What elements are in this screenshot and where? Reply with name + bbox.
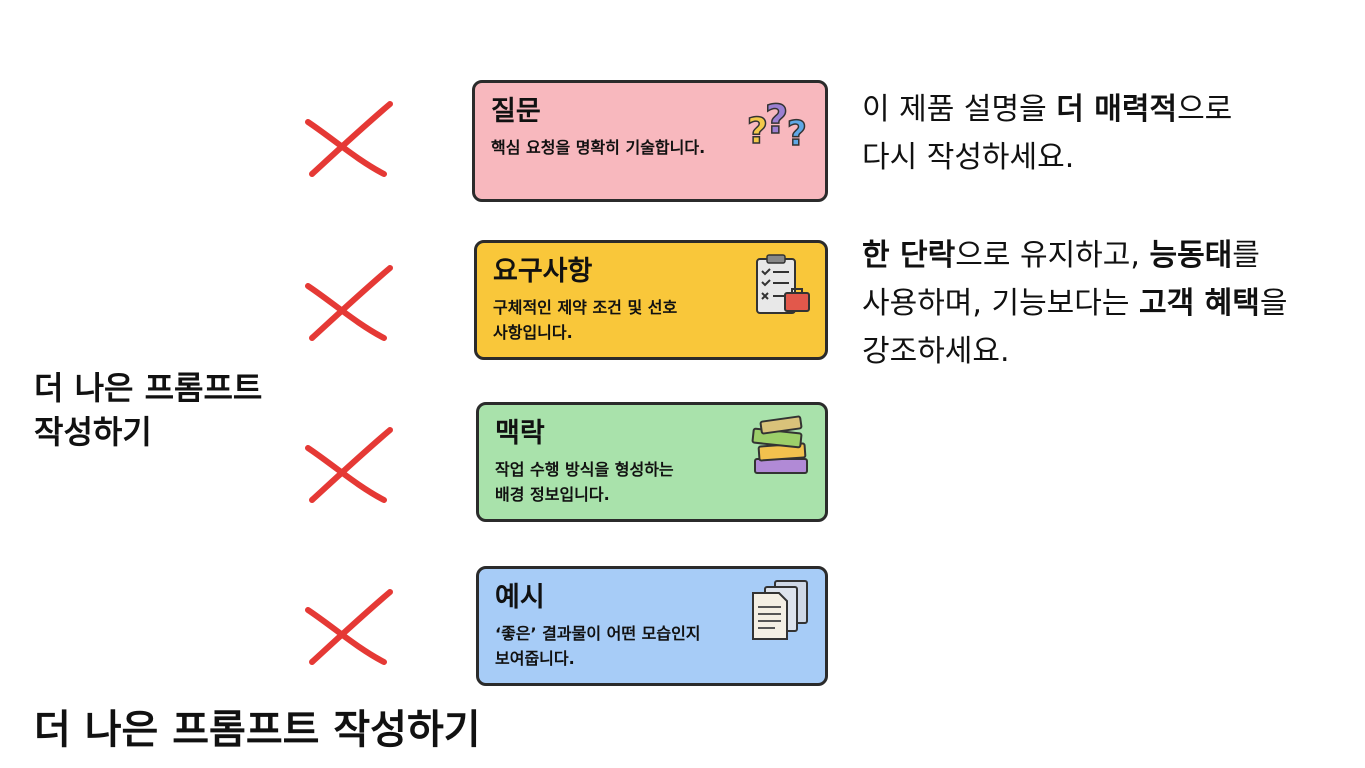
card-description-line: 핵심 요청을 명확히 기술합니다. <box>491 138 706 157</box>
documents-icon <box>752 580 808 640</box>
svg-text:?: ? <box>747 111 768 152</box>
card-context: 맥락 작업 수행 방식을 형성하는 배경 정보입니다. <box>476 402 828 522</box>
text-segment: 이 제품 설명을 <box>862 92 1057 127</box>
example-question-text: 이 제품 설명을 더 매력적으로 다시 작성하세요. <box>862 86 1342 182</box>
card-description-line: 사항입니다. <box>493 323 573 342</box>
text-segment-bold: 더 매력적 <box>1056 92 1178 127</box>
text-segment: 으로 유지하고, <box>955 238 1150 273</box>
example-requirements-line3: 강조하세요. <box>862 334 1010 369</box>
example-requirements-line2: 사용하며, 기능보다는 고객 혜택을 <box>862 280 1342 328</box>
example-requirements-text: 한 단락으로 유지하고, 능동태를 사용하며, 기능보다는 고객 혜택을 강조하… <box>862 232 1342 376</box>
text-segment: 을 <box>1259 286 1288 321</box>
clipboard-checklist-icon <box>756 254 810 314</box>
text-segment: 를 <box>1232 238 1260 273</box>
text-segment-bold: 한 단락 <box>862 238 956 273</box>
card-description-line: 작업 수행 방식을 형성하는 <box>495 460 674 479</box>
card-examples: 예시 ‘좋은’ 결과물이 어떤 모습인지 보여줍니다. <box>476 566 828 686</box>
svg-text:?: ? <box>787 114 807 154</box>
card-requirements: 요구사항 구체적인 제약 조건 및 선호 사항입니다. <box>474 240 828 360</box>
text-segment: 으로 <box>1177 92 1233 127</box>
card-description-line: ‘좋은’ 결과물이 어떤 모습인지 <box>495 624 701 643</box>
bottom-title: 더 나은 프롬프트 작성하기 <box>34 707 481 753</box>
cross-icon <box>305 427 393 503</box>
card-title: 맥락 <box>495 418 545 449</box>
example-question-line1: 이 제품 설명을 더 매력적으로 <box>862 86 1342 134</box>
card-description-line: 배경 정보입니다. <box>495 485 610 504</box>
svg-text:?: ? <box>765 97 788 143</box>
cross-icon <box>305 265 393 341</box>
text-segment-bold: 고객 혜택 <box>1139 286 1260 321</box>
card-description: 작업 수행 방식을 형성하는 배경 정보입니다. <box>495 457 745 507</box>
question-marks-icon: ? ? ? <box>746 96 807 155</box>
cross-icon <box>305 589 393 665</box>
card-description-line: 보여줍니다. <box>495 649 575 668</box>
side-title-line1: 더 나은 프롬프트 <box>34 369 263 407</box>
card-question: 질문 핵심 요청을 명확히 기술합니다. ? ? ? <box>472 80 828 202</box>
example-question-line2: 다시 작성하세요. <box>862 140 1075 175</box>
book-stack-icon <box>751 415 808 474</box>
example-requirements-line1: 한 단락으로 유지하고, 능동태를 <box>862 232 1342 280</box>
side-title-line2: 작성하기 <box>34 413 152 451</box>
card-description: 구체적인 제약 조건 및 선호 사항입니다. <box>493 295 743 345</box>
card-title: 질문 <box>491 96 541 127</box>
text-segment-bold: 능동태 <box>1149 238 1233 273</box>
card-description: 핵심 요청을 명확히 기술합니다. <box>491 135 741 160</box>
text-segment: 사용하며, 기능보다는 <box>862 286 1140 321</box>
cross-icon <box>305 101 393 177</box>
side-title: 더 나은 프롬프트 작성하기 <box>34 366 294 454</box>
card-description-line: 구체적인 제약 조건 및 선호 <box>493 298 678 317</box>
card-title: 요구사항 <box>493 256 593 287</box>
card-description: ‘좋은’ 결과물이 어떤 모습인지 보여줍니다. <box>495 621 745 671</box>
card-title: 예시 <box>495 582 545 613</box>
